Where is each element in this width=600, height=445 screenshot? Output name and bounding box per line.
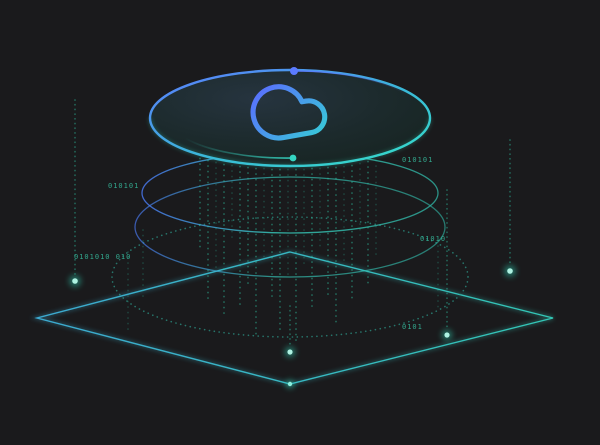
binary-label: 010101 (402, 156, 433, 164)
orbit-arc-bottom (184, 137, 294, 159)
glow-dot-right (507, 268, 513, 274)
glow-dot-mid-right (444, 332, 450, 338)
platform-glow (30, 250, 554, 386)
disc-border (148, 68, 432, 168)
ring-dotted-outer (111, 216, 469, 338)
ring-middle (134, 176, 446, 278)
disc-surface (150, 70, 430, 166)
data-rain (127, 152, 439, 345)
glow-dot-diamond-corner (287, 381, 293, 387)
ring-stack (111, 152, 469, 338)
binary-label: 0101 (402, 323, 423, 331)
platform-outline (34, 251, 554, 385)
orbit-dot-bottom (289, 154, 297, 162)
base-platform (30, 250, 554, 386)
binary-labels: 010101 0101010 010 010101 01010 0101 (74, 156, 446, 331)
orbit-dot-top (290, 67, 298, 75)
binary-label: 0101010 010 (74, 253, 131, 261)
glow-dot-left (72, 278, 78, 284)
glow-dot-bottom-center (287, 349, 293, 355)
cloud-icon (250, 84, 328, 141)
binary-label: 010101 (108, 182, 139, 190)
orbit-arc-top (293, 70, 409, 96)
corner-beams (74, 99, 511, 347)
glow-dots (69, 265, 516, 389)
binary-label: 01010 (420, 235, 446, 243)
top-disc (148, 67, 432, 168)
